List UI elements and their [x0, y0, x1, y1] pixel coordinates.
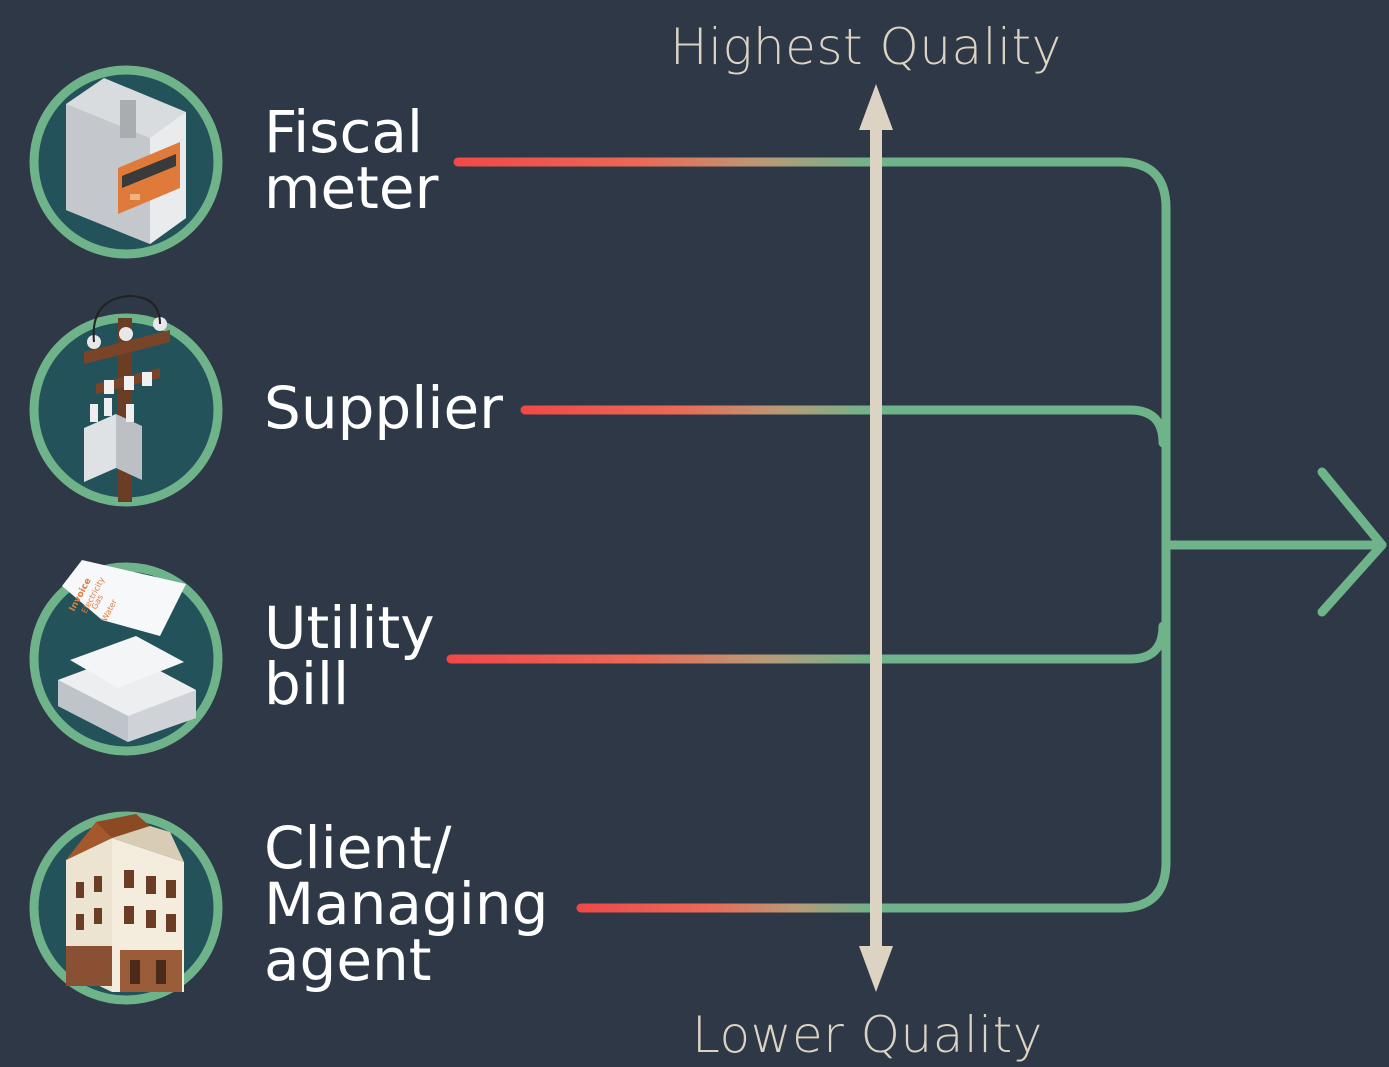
- source-label-line: meter: [264, 154, 439, 222]
- axis-bottom-label: Lower Quality: [692, 1006, 1043, 1064]
- source-label-line: bill: [264, 650, 350, 718]
- source-label-line: Utility: [264, 594, 435, 662]
- source-label-line: Fiscal: [264, 98, 424, 166]
- merge-paths: [865, 157, 1387, 913]
- axis-top-label: Highest Quality: [670, 18, 1062, 76]
- source-label-line: agent: [264, 926, 432, 994]
- axis-up-arrow-icon: [859, 84, 893, 130]
- source-label-utility-bill: Utility bill: [264, 594, 435, 718]
- electricity-meter-icon: [29, 65, 223, 259]
- building-icon: [29, 811, 223, 1005]
- source-label-client-agent: Client/ Managing agent: [264, 814, 549, 994]
- source-label-fiscal-meter: Fiscal meter: [264, 98, 439, 222]
- invoice-papers-icon: Invoice Electricity Gas Water: [29, 560, 223, 756]
- source-label-line: Supplier: [264, 374, 503, 442]
- quality-axis: [859, 84, 893, 992]
- source-label-line: Client/: [264, 814, 452, 882]
- source-label-line: Managing: [264, 870, 549, 938]
- source-label-supplier: Supplier: [264, 374, 503, 442]
- axis-down-arrow-icon: [859, 946, 893, 992]
- utility-pole-transformer-icon: [29, 294, 223, 507]
